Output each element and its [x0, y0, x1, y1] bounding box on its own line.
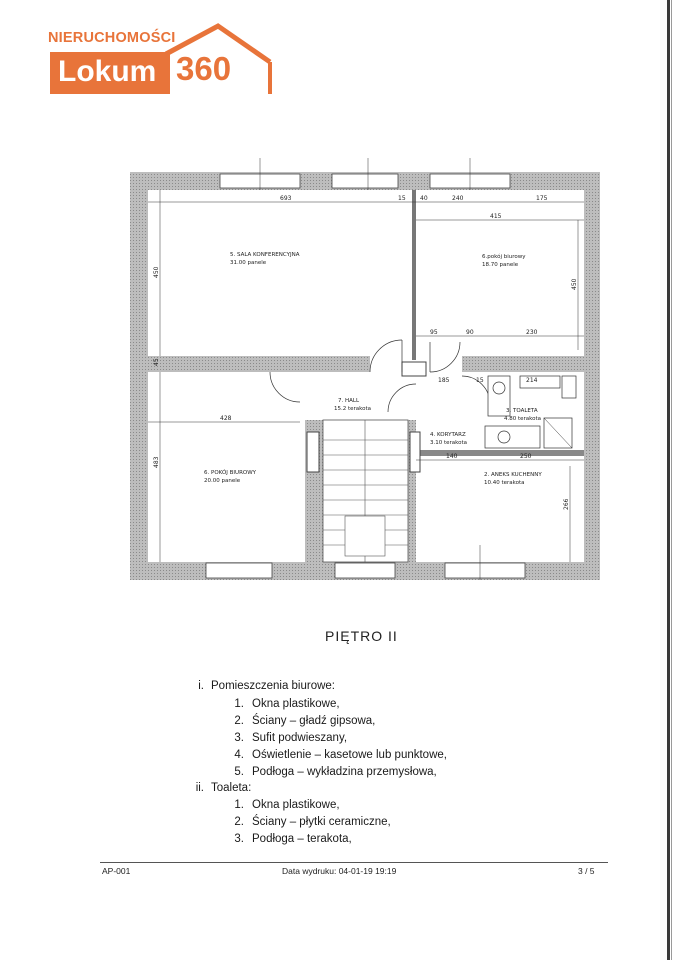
- svg-text:31.00 panele: 31.00 panele: [230, 260, 267, 266]
- page-edge-shadow: [671, 0, 672, 960]
- svg-text:185: 185: [438, 377, 450, 384]
- section-number: i.: [198, 680, 204, 692]
- logo-number: 360: [176, 50, 232, 87]
- svg-text:45: 45: [153, 358, 160, 366]
- svg-text:140: 140: [446, 453, 458, 460]
- svg-text:40: 40: [420, 195, 428, 202]
- company-logo: NIERUCHOMOŚCI Lokum 360: [48, 22, 273, 100]
- svg-text:250: 250: [520, 453, 532, 460]
- svg-text:15: 15: [476, 377, 484, 384]
- svg-text:214: 214: [526, 377, 538, 384]
- section-number: ii.: [195, 782, 204, 794]
- svg-text:4. KORYTARZ: 4. KORYTARZ: [430, 432, 466, 438]
- svg-text:230: 230: [526, 329, 538, 336]
- svg-text:3.10 terakota: 3.10 terakota: [430, 440, 467, 446]
- svg-text:90: 90: [466, 329, 474, 336]
- svg-text:415: 415: [490, 213, 502, 220]
- footer-code: AP-001: [102, 866, 131, 876]
- svg-text:6.pokój biurowy: 6.pokój biurowy: [482, 253, 526, 260]
- section-title: Toaleta:: [211, 782, 252, 794]
- svg-text:95: 95: [430, 329, 438, 336]
- svg-text:428: 428: [220, 415, 232, 422]
- svg-text:175: 175: [536, 195, 548, 202]
- svg-text:450: 450: [571, 278, 578, 290]
- svg-text:693: 693: [280, 195, 292, 202]
- page-edge: [667, 0, 670, 960]
- logo-box: Lokum: [50, 52, 170, 94]
- svg-text:6. POKÓJ BIUROWY: 6. POKÓJ BIUROWY: [204, 469, 257, 476]
- footer-divider: [100, 862, 608, 863]
- svg-text:3. TOALETA: 3. TOALETA: [506, 408, 538, 414]
- svg-text:450: 450: [153, 266, 160, 278]
- floor-plan-drawing: 693 15 40 240 175 415 450 450 95 90 230 …: [130, 158, 600, 580]
- svg-text:18.70 panele: 18.70 panele: [482, 262, 519, 268]
- svg-text:483: 483: [153, 456, 160, 468]
- svg-text:240: 240: [452, 195, 464, 202]
- plan-title: PIĘTRO II: [325, 628, 398, 644]
- footer-page-number: 3 / 5: [578, 866, 595, 876]
- svg-text:15.2 terakota: 15.2 terakota: [334, 406, 371, 412]
- logo-name: Lokum: [58, 55, 157, 88]
- svg-text:5. SALA KONFERENCYJNA: 5. SALA KONFERENCYJNA: [230, 252, 300, 258]
- svg-text:7. HALL: 7. HALL: [338, 398, 360, 404]
- svg-text:266: 266: [563, 498, 570, 510]
- house-roof-icon: [164, 23, 272, 94]
- section-title: Pomieszczenia biurowe:: [211, 680, 336, 692]
- floor-plan: 693 15 40 240 175 415 450 450 95 90 230 …: [100, 150, 620, 590]
- svg-text:15: 15: [398, 195, 406, 202]
- footer-print-date: Data wydruku: 04-01-19 19:19: [282, 866, 397, 876]
- svg-text:2. ANEKS KUCHENNY: 2. ANEKS KUCHENNY: [484, 472, 542, 478]
- svg-text:20.00 panele: 20.00 panele: [204, 478, 241, 484]
- svg-text:4.80 terakota: 4.80 terakota: [504, 416, 541, 422]
- svg-text:10.40 terakota: 10.40 terakota: [484, 480, 525, 486]
- logo-tagline: NIERUCHOMOŚCI: [48, 30, 176, 46]
